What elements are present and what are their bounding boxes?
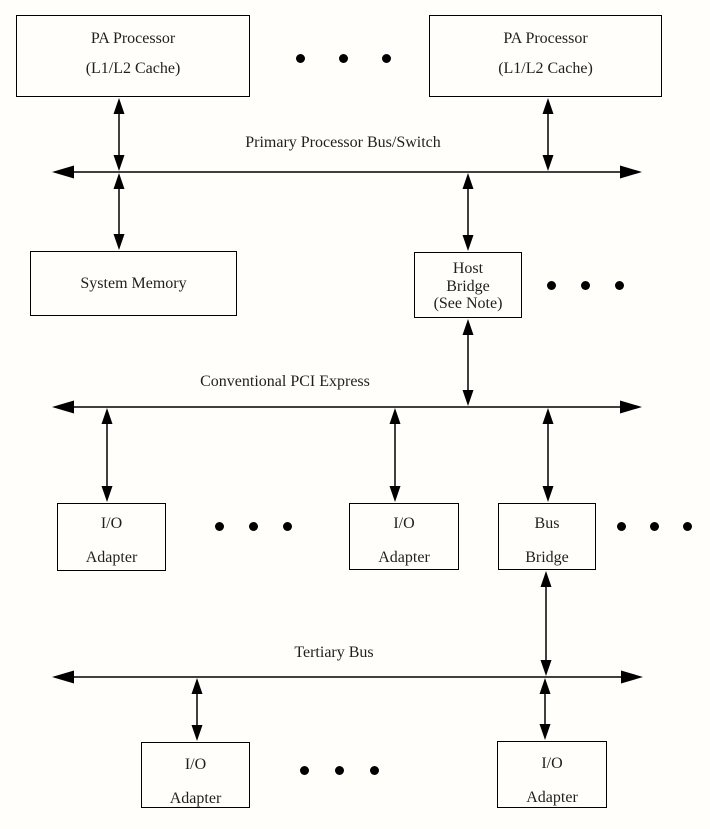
tertiary-bus-arrow-icon: [52, 670, 643, 684]
node-label: (L1/L2 Cache): [498, 60, 593, 77]
node-label: Host: [452, 260, 484, 277]
dot-icon: [683, 522, 692, 531]
dot-icon: [617, 522, 626, 531]
ellipsis-icon: [215, 522, 292, 531]
node-label: Adapter: [85, 549, 138, 566]
arrow-pci-to-io-adapter-1-icon: [101, 408, 113, 502]
ellipsis-icon: [547, 281, 624, 290]
dot-icon: [300, 766, 309, 775]
pci-bus-label: Conventional PCI Express: [200, 373, 370, 390]
dot-icon: [547, 281, 556, 290]
arrow-pa-left-to-primary-icon: [113, 98, 125, 171]
node-label: (L1/L2 Cache): [85, 60, 181, 77]
node-label: Bus: [534, 515, 560, 532]
node-label: Bridge: [446, 277, 490, 295]
arrow-tertiary-to-io-adapter-1-icon: [191, 678, 203, 741]
node-label: I/O: [100, 515, 123, 532]
arrow-primary-to-system-memory-icon: [113, 173, 125, 250]
node-io-adapter-tertiary-2: I/O Adapter: [497, 741, 607, 808]
primary-bus-label: Primary Processor Bus/Switch: [245, 134, 441, 151]
node-bus-bridge: Bus Bridge: [498, 503, 596, 570]
dot-icon: [615, 281, 624, 290]
node-label: PA Processor: [90, 30, 176, 47]
arrow-tertiary-to-io-adapter-2-icon: [539, 678, 551, 740]
primary-bus-arrow-icon: [52, 165, 642, 179]
dot-icon: [370, 766, 379, 775]
node-label: I/O: [393, 515, 415, 532]
node-label: Adapter: [526, 789, 578, 806]
arrow-pa-right-to-primary-icon: [542, 98, 554, 171]
node-label: Adapter: [169, 790, 222, 807]
pci-bus-arrow-icon: [52, 400, 642, 414]
dot-icon: [650, 522, 659, 531]
dot-icon: [335, 766, 344, 775]
node-label: Adapter: [378, 549, 430, 566]
arrow-bus-bridge-to-tertiary-icon: [540, 571, 552, 676]
node-pa-processor-right: PA Processor (L1/L2 Cache): [429, 15, 662, 97]
node-label: I/O: [541, 755, 563, 772]
arrow-pci-to-io-adapter-2-icon: [389, 408, 401, 502]
dot-icon: [215, 522, 224, 531]
ellipsis-icon: [300, 766, 379, 775]
arrow-pci-to-bus-bridge-icon: [542, 408, 554, 502]
ellipsis-icon: [617, 522, 692, 531]
dot-icon: [339, 54, 348, 63]
node-pa-processor-left: PA Processor (L1/L2 Cache): [16, 15, 250, 97]
arrow-host-bridge-to-pci-icon: [462, 319, 474, 406]
node-label: (See Note): [433, 295, 503, 312]
node-label: Bridge: [525, 549, 569, 566]
node-system-memory: System Memory: [30, 251, 237, 316]
node-label: PA Processor: [503, 30, 588, 47]
dot-icon: [249, 522, 258, 531]
node-label: I/O: [184, 756, 207, 773]
node-label: System Memory: [80, 274, 187, 292]
node-io-adapter-tertiary-1: I/O Adapter: [141, 742, 250, 808]
ellipsis-icon: [296, 54, 391, 63]
dot-icon: [382, 54, 391, 63]
arrow-primary-to-host-bridge-icon: [462, 173, 474, 251]
dot-icon: [296, 54, 305, 63]
dot-icon: [581, 281, 590, 290]
node-io-adapter-pci-1: I/O Adapter: [57, 503, 166, 571]
tertiary-bus-label: Tertiary Bus: [294, 644, 374, 661]
dot-icon: [283, 522, 292, 531]
node-host-bridge: Host Bridge (See Note): [414, 252, 522, 318]
node-io-adapter-pci-2: I/O Adapter: [349, 503, 459, 570]
